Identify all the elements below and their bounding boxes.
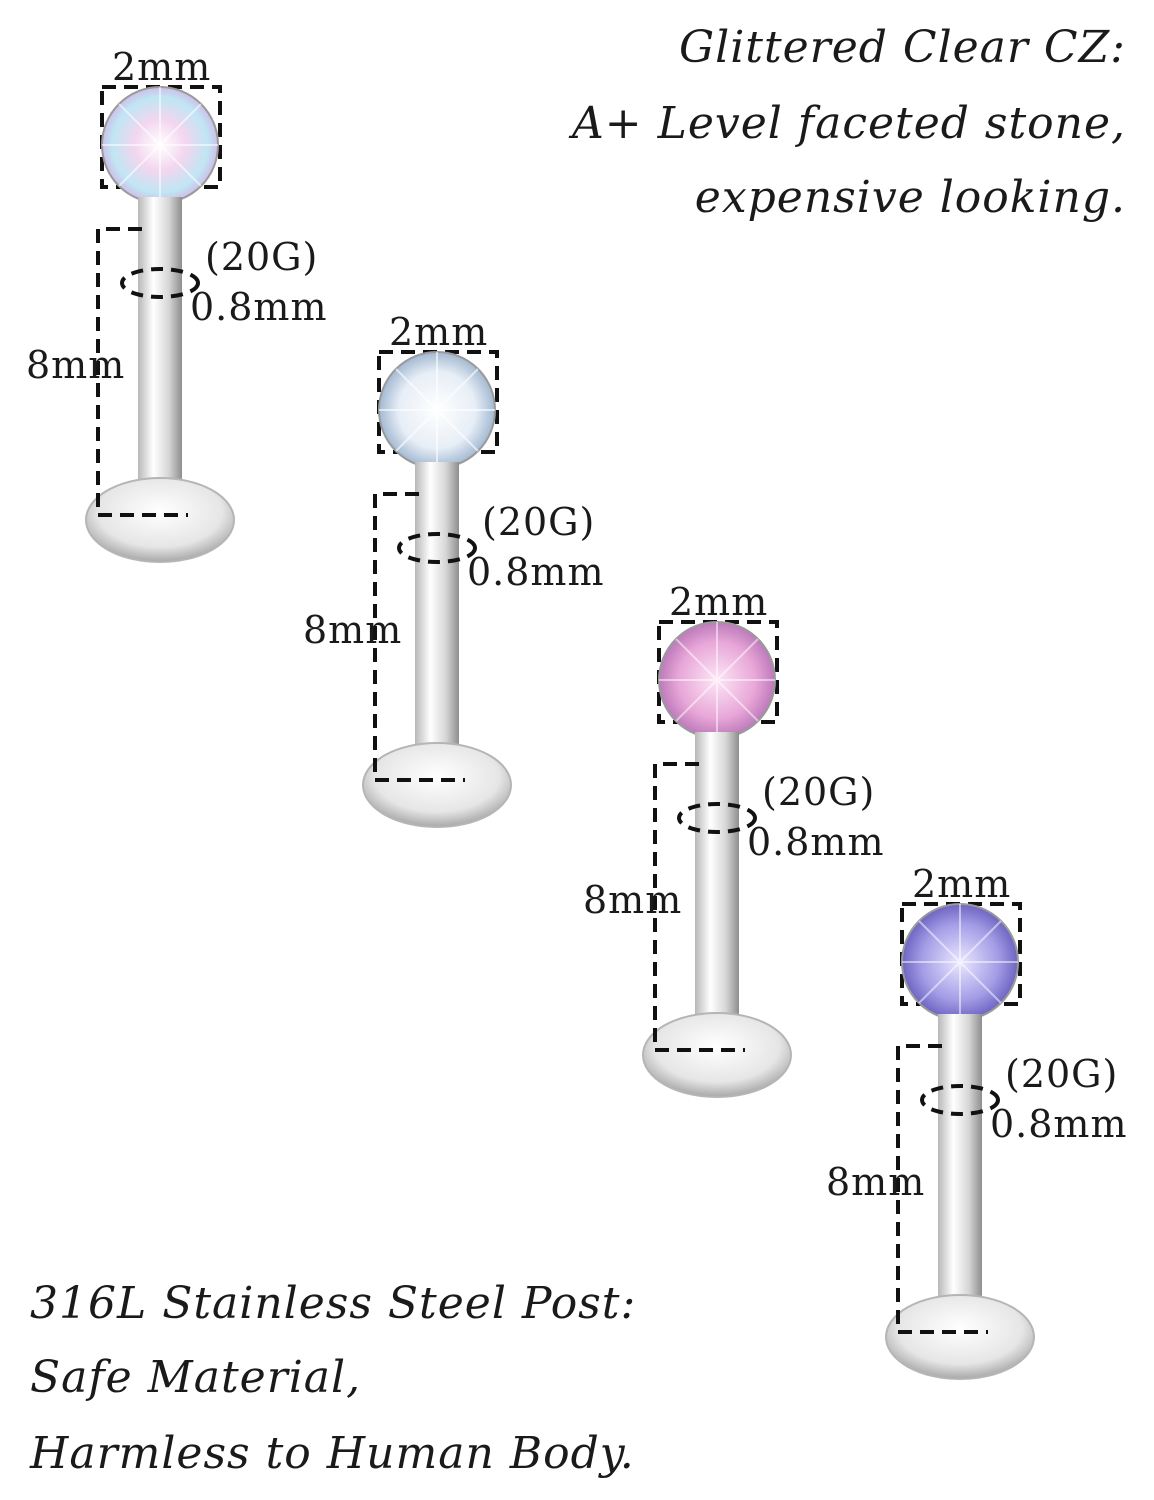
gauge-label: (20G): [482, 500, 596, 544]
stud-pink: 2mm (20G) 0.8mm 8mm: [583, 580, 897, 1140]
length-label: 8mm: [826, 1160, 926, 1204]
diameter-label: 0.8mm: [990, 1102, 1128, 1146]
length-label: 8mm: [583, 878, 683, 922]
gauge-label: (20G): [205, 235, 319, 279]
stud-aurora: 2mm (20G) 0.8mm 8mm: [26, 45, 340, 605]
width-label: 2mm: [912, 862, 1012, 906]
width-label: 2mm: [112, 45, 212, 89]
diameter-label: 0.8mm: [190, 285, 328, 329]
footer-line-1: 316L Stainless Steel Post:: [30, 1278, 637, 1329]
header-line-3: expensive looking.: [694, 172, 1126, 223]
stud-clear-graphic: [362, 350, 512, 828]
header-line-1: Glittered Clear CZ:: [678, 22, 1126, 73]
diameter-label: 0.8mm: [467, 550, 605, 594]
width-label: 2mm: [389, 310, 489, 354]
width-label: 2mm: [669, 580, 769, 624]
length-label: 8mm: [303, 608, 403, 652]
stud-aurora-graphic: [85, 85, 235, 563]
length-label: 8mm: [26, 343, 126, 387]
gauge-label: (20G): [1005, 1052, 1119, 1096]
gauge-label: (20G): [762, 770, 876, 814]
header-line-2: A+ Level faceted stone,: [571, 98, 1126, 149]
diameter-label: 0.8mm: [747, 820, 885, 864]
stud-purple: 2mm (20G) 0.8mm 8mm: [826, 862, 1140, 1422]
footer-line-2: Safe Material,: [30, 1352, 362, 1403]
stud-clear: 2mm (20G) 0.8mm 8mm: [303, 310, 617, 870]
stud-purple-graphic: [885, 902, 1035, 1380]
footer-line-3: Harmless to Human Body.: [30, 1428, 635, 1479]
stud-pink-graphic: [642, 620, 792, 1098]
